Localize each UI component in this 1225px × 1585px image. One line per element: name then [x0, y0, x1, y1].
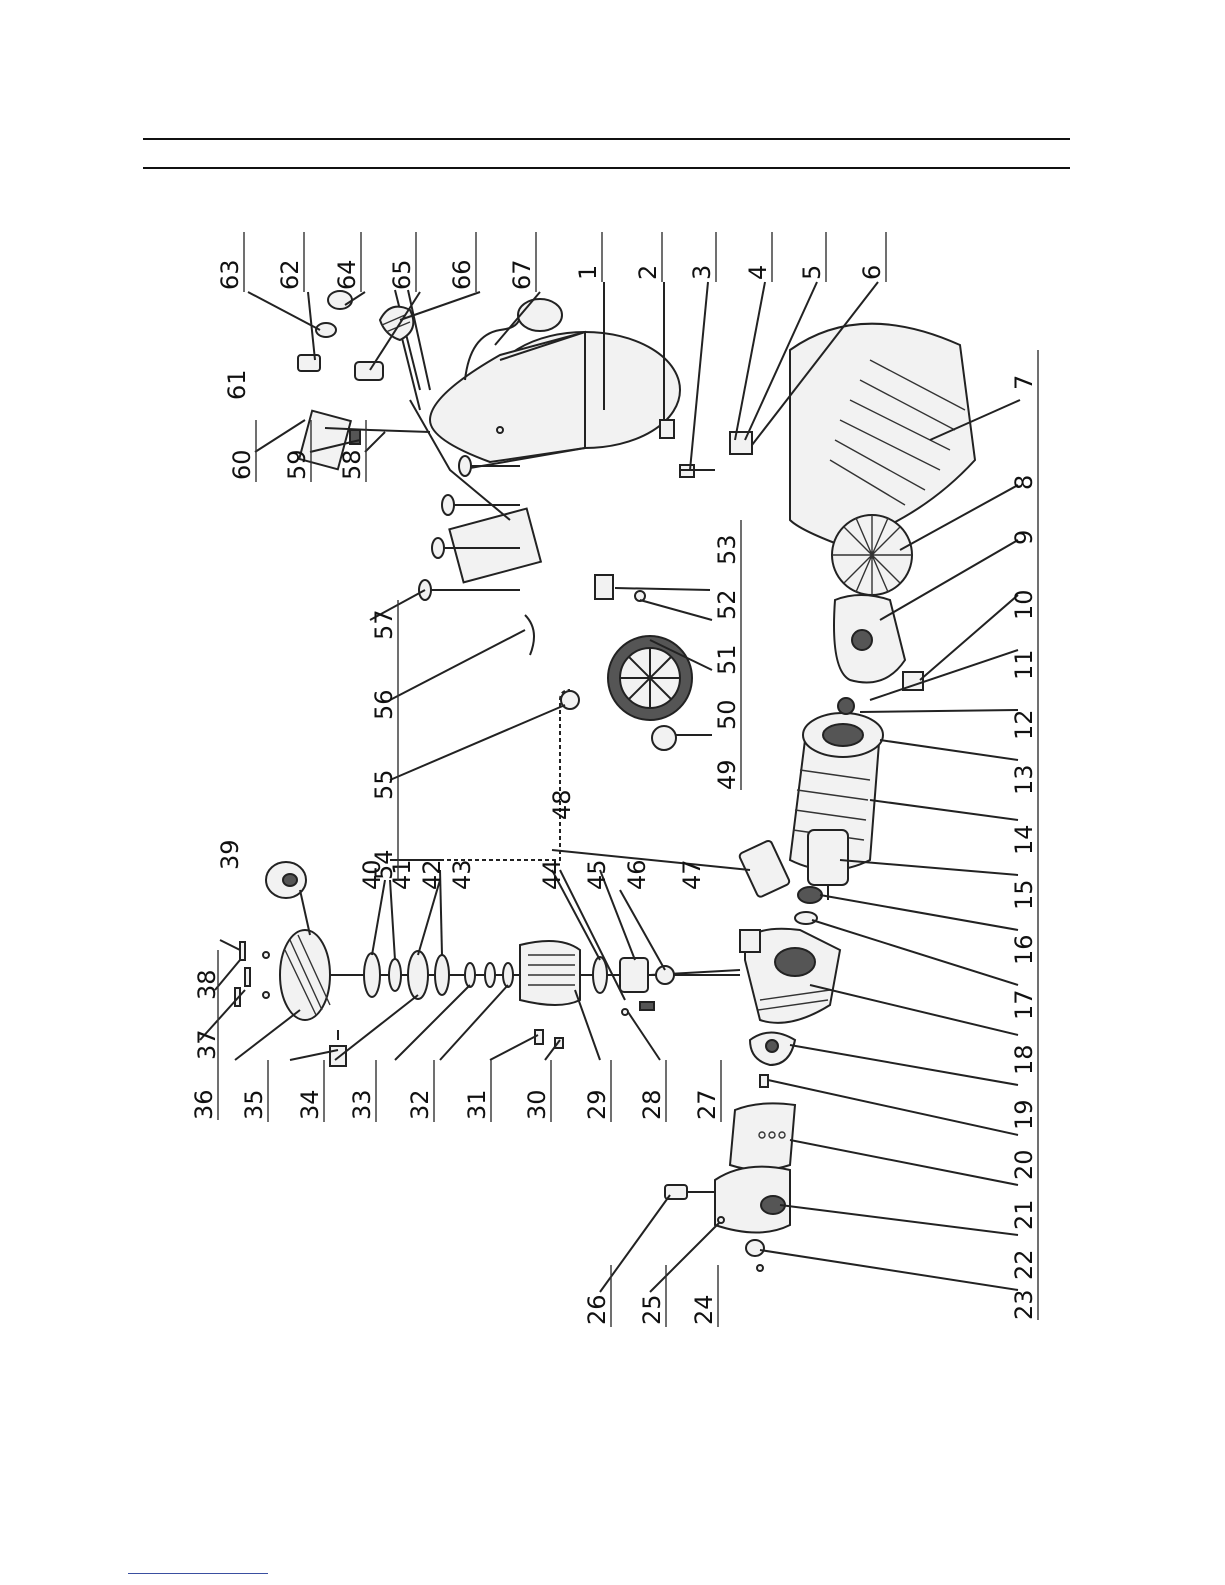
- label-21: 21: [1010, 1199, 1038, 1230]
- label-4: 4: [744, 265, 772, 280]
- coiled-hose: [440, 690, 579, 860]
- label-25: 25: [638, 1294, 666, 1325]
- label-57: 57: [370, 609, 398, 640]
- label-14: 14: [1010, 824, 1038, 855]
- label-38: 38: [193, 969, 221, 1000]
- label-9: 9: [1010, 530, 1038, 545]
- label-plate: [449, 509, 541, 583]
- crankcase: [740, 929, 840, 1023]
- label-3: 3: [688, 265, 716, 280]
- cylinder-stack: [280, 930, 740, 1020]
- label-65: 65: [388, 259, 416, 290]
- label-59: 59: [283, 449, 311, 480]
- label-44: 44: [538, 859, 566, 890]
- label-22: 22: [1010, 1249, 1038, 1280]
- crankcase-cover: [715, 1167, 790, 1271]
- hose-bracket: [525, 615, 534, 655]
- label-2: 2: [634, 265, 662, 280]
- unloader-screws: [535, 1030, 563, 1048]
- label-67: 67: [508, 259, 536, 290]
- label-10: 10: [1010, 589, 1038, 620]
- label-19: 19: [1010, 1099, 1038, 1130]
- label-50: 50: [713, 699, 741, 730]
- piston: [620, 958, 648, 992]
- label-63: 63: [216, 259, 244, 290]
- breather-plug: [665, 1185, 715, 1199]
- label-29: 29: [583, 1089, 611, 1120]
- label-64: 64: [333, 259, 361, 290]
- crank-counterweight: [750, 1033, 795, 1088]
- label-16: 16: [1010, 934, 1038, 965]
- label-6: 6: [858, 265, 886, 280]
- gasket: [364, 953, 380, 997]
- head-fitting: [330, 1030, 346, 1066]
- label-39: 39: [216, 839, 244, 870]
- label-47: 47: [678, 859, 706, 890]
- label-15: 15: [1010, 879, 1038, 910]
- wheel: [608, 636, 692, 750]
- label-33: 33: [348, 1089, 376, 1120]
- label-27: 27: [693, 1089, 721, 1120]
- label-18: 18: [1010, 1044, 1038, 1075]
- label-46: 46: [623, 859, 651, 890]
- tank-fittings: [595, 420, 752, 601]
- cylinder-head: [280, 930, 330, 1020]
- label-5: 5: [798, 265, 826, 280]
- label-51: 51: [713, 644, 741, 675]
- label-66: 66: [448, 259, 476, 290]
- label-37: 37: [193, 1029, 221, 1060]
- fan-shroud: [790, 324, 975, 545]
- label-26: 26: [583, 1294, 611, 1325]
- label-28: 28: [638, 1089, 666, 1120]
- air-filter: [266, 862, 310, 935]
- label-42: 42: [418, 859, 446, 890]
- label-43: 43: [448, 859, 476, 890]
- label-60: 60: [228, 449, 256, 480]
- label-56: 56: [370, 689, 398, 720]
- label-61: 61: [223, 369, 251, 400]
- label-12: 12: [1010, 709, 1038, 740]
- label-48: 48: [548, 789, 576, 820]
- label-17: 17: [1010, 989, 1038, 1020]
- label-55: 55: [370, 769, 398, 800]
- tank-body: [430, 332, 585, 462]
- cooling-fan: [832, 515, 912, 595]
- cylinder: [520, 941, 580, 1005]
- label-7: 7: [1010, 375, 1038, 390]
- label-40: 40: [358, 859, 386, 890]
- label-34: 34: [296, 1089, 324, 1120]
- label-58: 58: [338, 449, 366, 480]
- label-53: 53: [713, 534, 741, 565]
- label-24: 24: [690, 1294, 718, 1325]
- label-32: 32: [406, 1089, 434, 1120]
- label-41: 41: [388, 859, 416, 890]
- label-1: 1: [574, 265, 602, 280]
- crankcase-gasket: [730, 1103, 795, 1170]
- label-30: 30: [523, 1089, 551, 1120]
- gauge-small: [298, 291, 383, 380]
- label-49: 49: [713, 759, 741, 790]
- label-45: 45: [583, 859, 611, 890]
- label-11: 11: [1010, 649, 1038, 680]
- label-31: 31: [463, 1089, 491, 1120]
- label-23: 23: [1010, 1289, 1038, 1320]
- label-13: 13: [1010, 764, 1038, 795]
- label-36: 36: [190, 1089, 218, 1120]
- label-35: 35: [240, 1089, 268, 1120]
- label-8: 8: [1010, 475, 1038, 490]
- label-20: 20: [1010, 1149, 1038, 1180]
- footnote-rule: [128, 1573, 268, 1574]
- motor-bearings: [795, 887, 822, 924]
- label-62: 62: [276, 259, 304, 290]
- motor-end-bracket: [834, 595, 923, 690]
- label-52: 52: [713, 589, 741, 620]
